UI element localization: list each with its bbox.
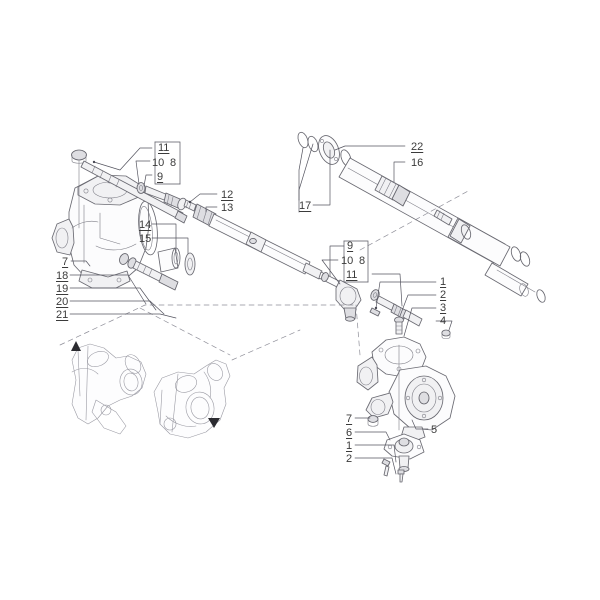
callout-1-bottom: 1 [346, 440, 353, 452]
direction-marker-down [208, 418, 220, 428]
center-tie-rod-assembly [183, 199, 362, 322]
steering-cylinder-assembly [297, 131, 546, 303]
callout-8-left: 8 [170, 157, 177, 169]
callout-14: 14 [139, 219, 152, 231]
lower-left-bolt-assembly [119, 253, 179, 291]
callout-2-top: 2 [440, 289, 447, 301]
callout-11-right: 11 [346, 269, 358, 281]
right-steering-knuckle [356, 336, 456, 443]
ghost-knuckle-right [153, 359, 231, 439]
leader-lines-items-1-4 [375, 281, 453, 337]
leader-lines-right-cylinder [298, 143, 406, 213]
right-tie-rod-link [370, 289, 423, 327]
callout-19: 19 [56, 283, 69, 295]
callout-7-bottom: 7 [346, 413, 353, 425]
callout-13: 13 [221, 202, 234, 214]
assembly-guide-lines [59, 189, 471, 361]
direction-marker-up [71, 341, 81, 351]
leader-dot [188, 200, 192, 204]
callout-11-left: 11 [158, 142, 170, 154]
leader-lines-right-bracket [321, 240, 403, 307]
leader-lines-bottom [354, 417, 429, 475]
callout-18: 18 [56, 270, 69, 282]
king-pin-upper-hardware [369, 307, 451, 339]
callout-22: 22 [411, 141, 424, 153]
callout-3-top: 3 [440, 302, 447, 314]
callout-21: 21 [56, 309, 69, 321]
callout-5: 5 [431, 424, 438, 436]
callout-8-right: 8 [359, 255, 366, 267]
callout-2-bottom: 2 [346, 453, 353, 465]
callout-10-left: 10 [152, 157, 165, 169]
leader-dot [92, 160, 96, 164]
callout-16: 16 [411, 157, 424, 169]
callout-20: 20 [56, 296, 69, 308]
callout-15: 15 [139, 233, 152, 245]
ghost-knuckle-left [71, 343, 147, 435]
callout-12: 12 [221, 189, 234, 201]
washer-9-stud-left [136, 182, 187, 211]
callout-9-right: 9 [347, 240, 354, 252]
bushing-and-ring-parts [157, 247, 196, 276]
callout-1-top: 1 [440, 276, 447, 288]
callout-9-left: 9 [157, 171, 164, 183]
bolt-11-left [71, 149, 188, 229]
callout-10-right: 10 [341, 255, 354, 267]
callout-6-bottom: 6 [346, 427, 353, 439]
leader-dot [374, 306, 378, 310]
callout-17: 17 [299, 200, 312, 212]
left-knuckle-housing [51, 174, 158, 289]
king-pin-lower-cap [367, 415, 425, 483]
callout-7-left: 7 [62, 256, 69, 268]
callout-4-top: 4 [440, 315, 447, 327]
